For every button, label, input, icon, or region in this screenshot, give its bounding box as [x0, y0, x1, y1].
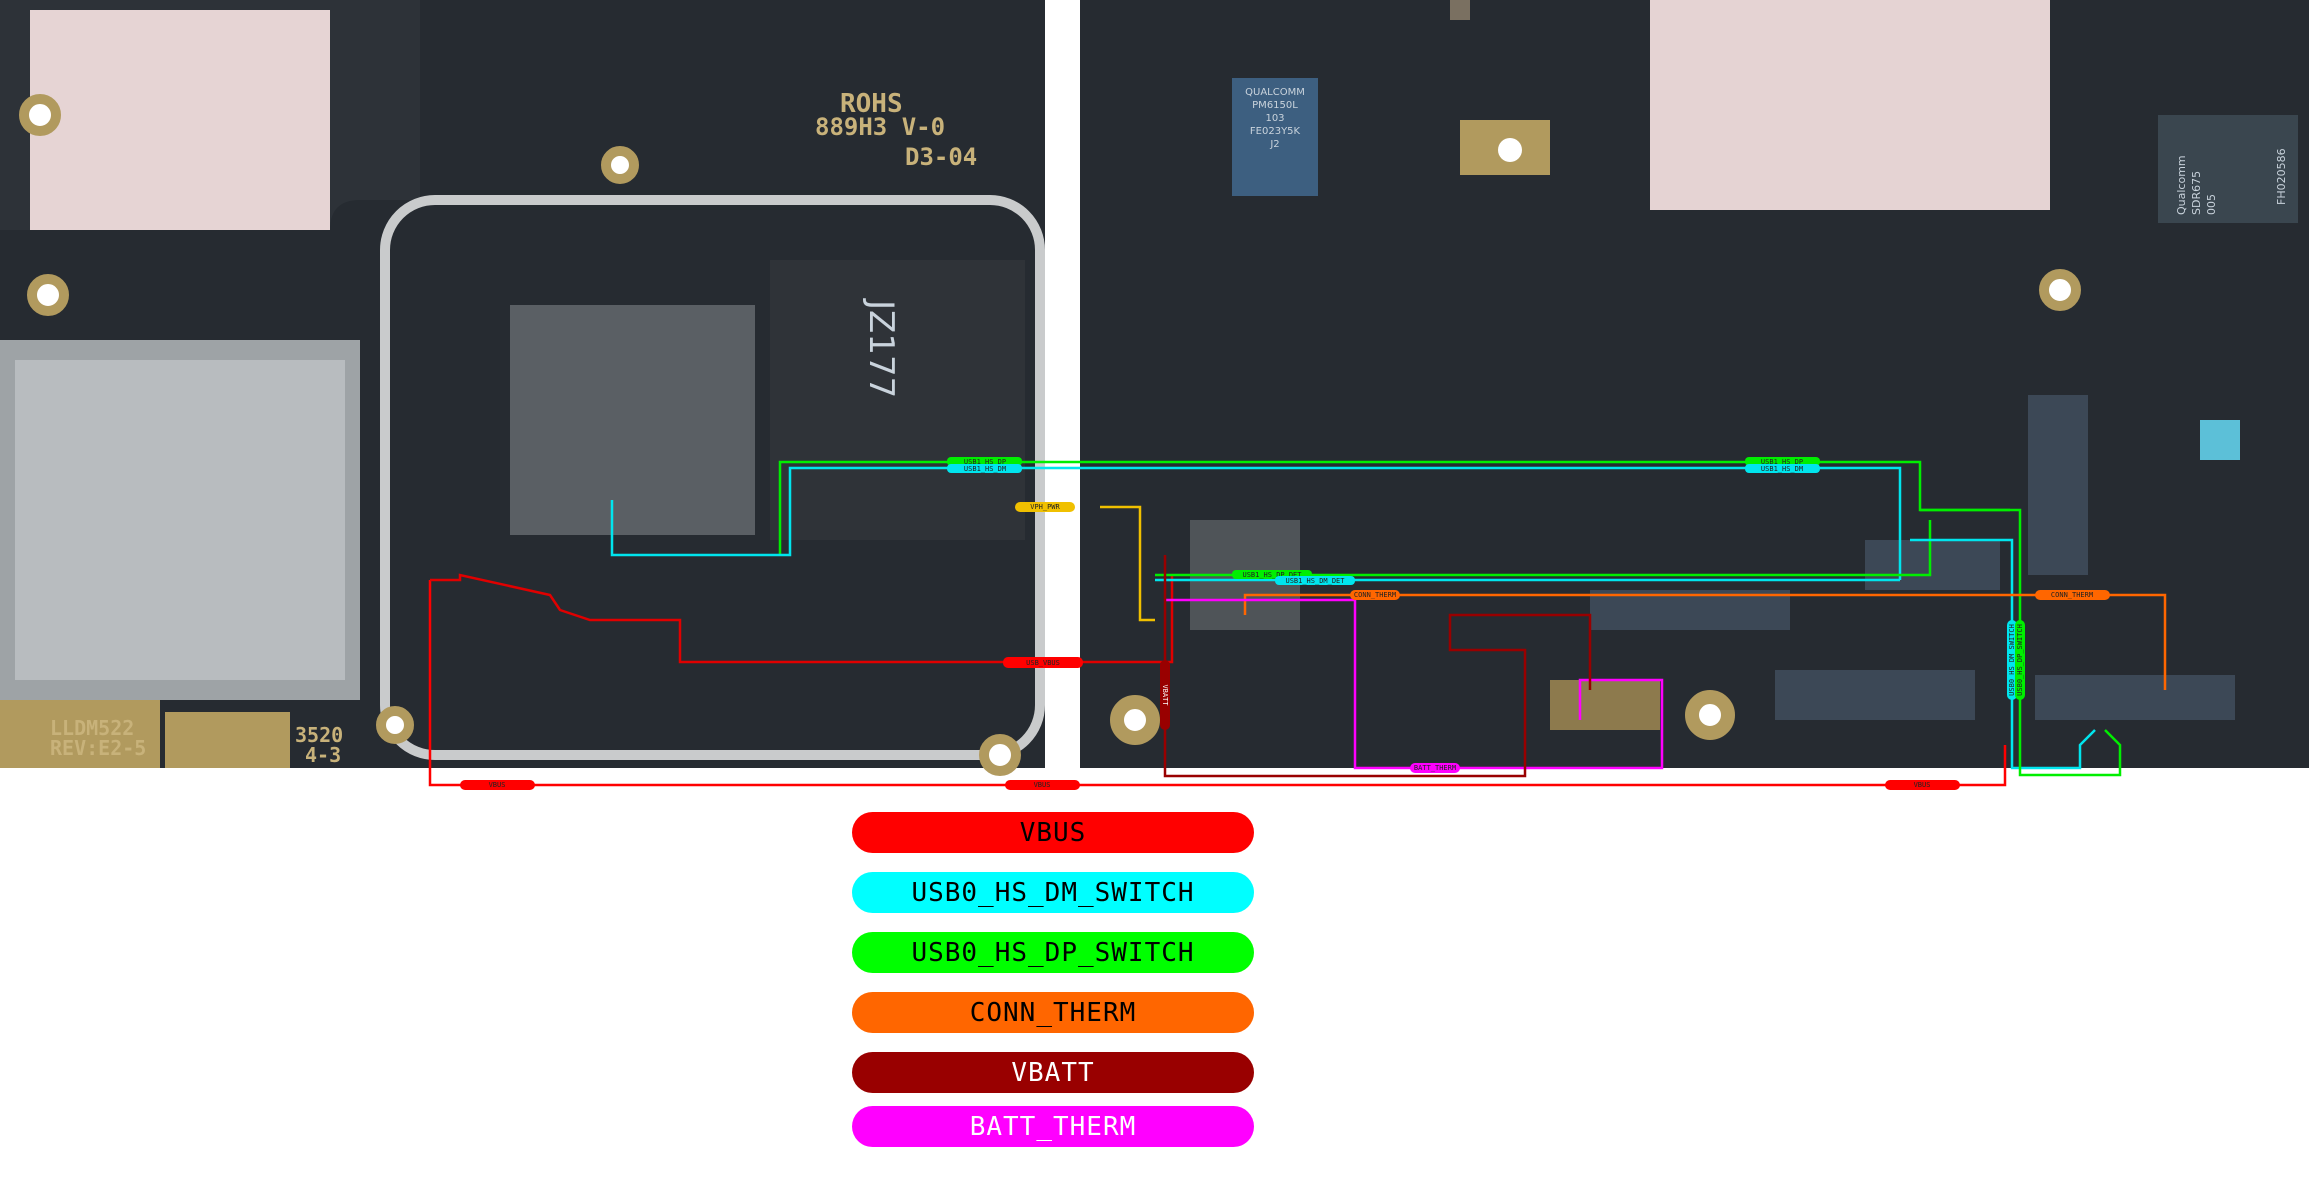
mem-chip-marking: JZ177 — [861, 298, 901, 398]
net-traces — [428, 460, 2167, 787]
trace-usb0-dm-switch — [1910, 538, 2096, 770]
label-conn-therm: CONN_THERM — [1354, 591, 1396, 599]
label-conn-therm-right: CONN_THERM — [2051, 591, 2093, 599]
board-code-3: 3520 — [295, 723, 343, 747]
pmic-line-3: 103 — [1265, 113, 1284, 124]
legend-usb0-hs-dp-switch: USB0_HS_DP_SWITCH — [852, 932, 1254, 973]
pmic-line-5: J2 — [1269, 139, 1279, 150]
pmic-line-1: QUALCOMM — [1245, 87, 1305, 98]
trace-usb1-dp-det — [1155, 520, 1932, 577]
rohs-marking: ROHS — [840, 89, 903, 119]
label-batt-therm: BATT_THERM — [1414, 764, 1456, 772]
label-usb0-dm-switch: USB0_HS_DM_SWITCH — [2008, 624, 2016, 696]
legend-usb0-hs-dm-switch: USB0_HS_DM_SWITCH — [852, 872, 1254, 913]
rf-chip-line-2: SDR675 — [2190, 171, 2203, 215]
legend-conn-therm: CONN_THERM — [852, 992, 1254, 1033]
trace-vbatt — [1163, 555, 1592, 778]
label-usb1-hs-dm: USB1_HS_DM — [964, 465, 1006, 473]
legend-vbus: VBUS — [852, 812, 1254, 853]
left-board: JZ177 ROHS 889H3 V-0 D3-04 LLDM522 REV:E… — [0, 0, 1045, 776]
trace-usb-vbus — [430, 573, 1174, 664]
label-usb1-hs-dp-det: USB1_HS_DP_DET — [1242, 571, 1302, 579]
board-model: LLDM522 — [50, 716, 134, 740]
label-vph-pwr: VPH_PWR — [1030, 503, 1060, 511]
rf-chip-line-1: Qualcomm — [2175, 155, 2188, 215]
board-rev: REV:E2-5 — [50, 736, 146, 760]
legend-batt-therm: BATT_THERM — [852, 1106, 1254, 1147]
rf-chip-line-3: 005 — [2205, 194, 2218, 215]
label-usb0-dp-switch: USB0_HS_DP_SWITCH — [2016, 624, 2024, 696]
trace-vph-pwr — [1100, 505, 1155, 622]
trace-usb0-dp-switch — [1920, 508, 2122, 777]
label-usb1-hs-dp: USB1_HS_DP — [964, 458, 1006, 466]
rf-chip-code: FH020586 — [2275, 148, 2288, 205]
right-board: QUALCOMM PM6150L 103 FE023Y5K J2 Qualcom… — [1080, 0, 2309, 768]
label-vbus-2: VBUS — [1034, 781, 1051, 789]
net-labels: USB1_HS_DP USB1_HS_DM USB1_HS_DP USB1_HS… — [460, 457, 2110, 790]
label-usb1-hs-dp-right: USB1_HS_DP — [1761, 458, 1803, 466]
board-code-4: 4-3 — [305, 743, 341, 767]
trace-conn-therm — [1243, 593, 2167, 690]
board-code-2: D3-04 — [905, 143, 977, 171]
pmic-line-4: FE023Y5K — [1250, 126, 1301, 137]
legend-vbatt: VBATT — [852, 1052, 1254, 1093]
trace-usb1-dm — [610, 466, 1902, 580]
pmic-line-2: PM6150L — [1252, 100, 1298, 111]
label-vbus-1: VBUS — [489, 781, 506, 789]
board-code-1: 889H3 V-0 — [815, 113, 945, 141]
label-usb1-hs-dm-right: USB1_HS_DM — [1761, 465, 1803, 473]
label-usb-vbus: USB_VBUS — [1026, 659, 1060, 667]
label-vbatt: VBATT — [1161, 684, 1169, 706]
label-vbus-3: VBUS — [1914, 781, 1931, 789]
trace-vbus — [428, 580, 2007, 787]
label-usb1-hs-dm-det: USB1_HS_DM_DET — [1285, 577, 1345, 585]
